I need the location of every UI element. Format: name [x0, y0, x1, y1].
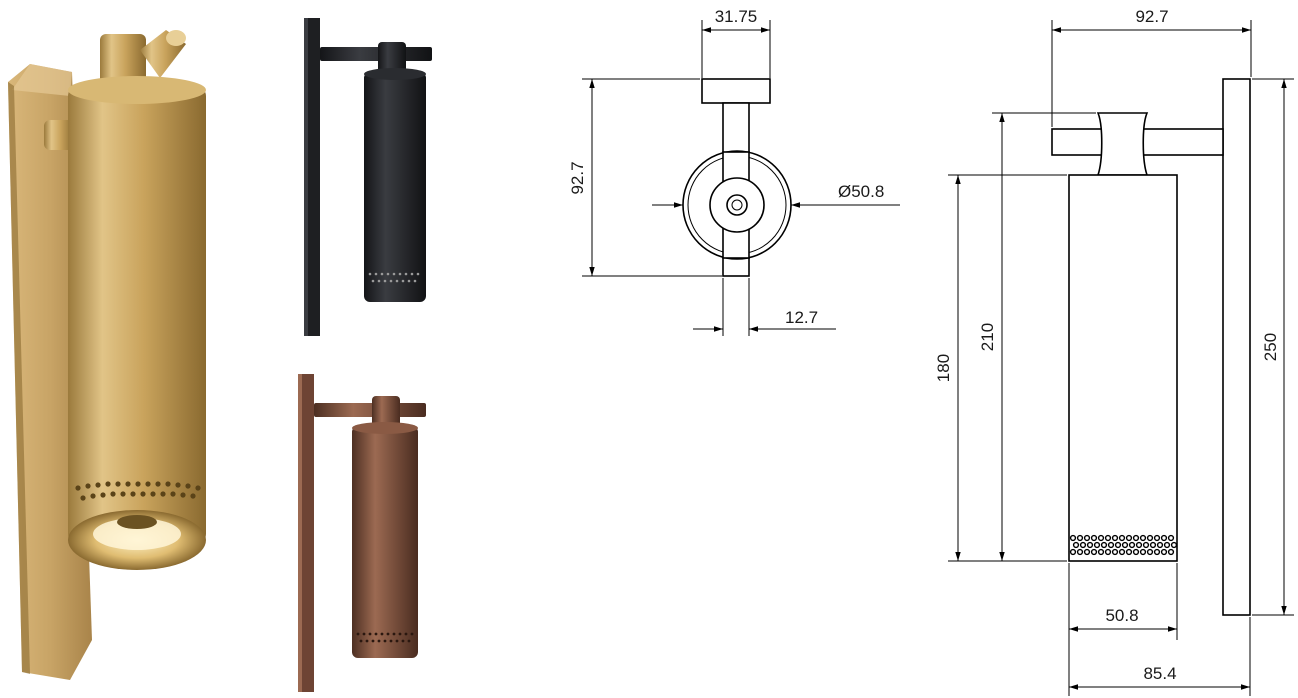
top-view-cap	[701, 78, 771, 104]
side-view-perforations	[1069, 534, 1178, 556]
dim-top-view-stem: 12.7	[785, 308, 818, 327]
top-view-drawing: 31.75 92.7 Ø50.8 12.7	[568, 7, 900, 336]
side-view-body	[1068, 174, 1178, 562]
bronze-arm	[314, 403, 426, 417]
brass-fixture-photo	[8, 30, 206, 680]
dim-top-view-diameter: Ø50.8	[838, 182, 884, 201]
side-view-stem	[1096, 112, 1149, 176]
dim-side-view-body-width: 50.8	[1105, 606, 1138, 625]
black-arm	[320, 47, 432, 61]
dim-side-view-depth: 85.4	[1143, 664, 1176, 683]
brass-arm	[44, 120, 74, 150]
dim-top-view-height: 92.7	[568, 161, 587, 194]
black-body	[364, 72, 426, 302]
brass-body	[68, 86, 206, 544]
brass-perforations	[75, 481, 201, 501]
dim-side-view-plate-height: 250	[1261, 333, 1280, 361]
dim-side-view-width: 92.7	[1135, 7, 1168, 26]
dim-side-view-body-height: 180	[934, 354, 953, 382]
black-perforations	[368, 272, 420, 283]
bronze-fixture-photo	[298, 374, 426, 692]
dim-top-view-width: 31.75	[715, 7, 758, 26]
side-view-backplate	[1222, 78, 1251, 616]
black-fixture-photo	[304, 18, 432, 336]
bronze-body	[352, 426, 418, 658]
dim-side-view-overall-height: 210	[978, 323, 997, 351]
bronze-perforations	[356, 632, 414, 643]
side-view-drawing: 92.7 180 210 250 50.8 85.4	[934, 7, 1294, 696]
